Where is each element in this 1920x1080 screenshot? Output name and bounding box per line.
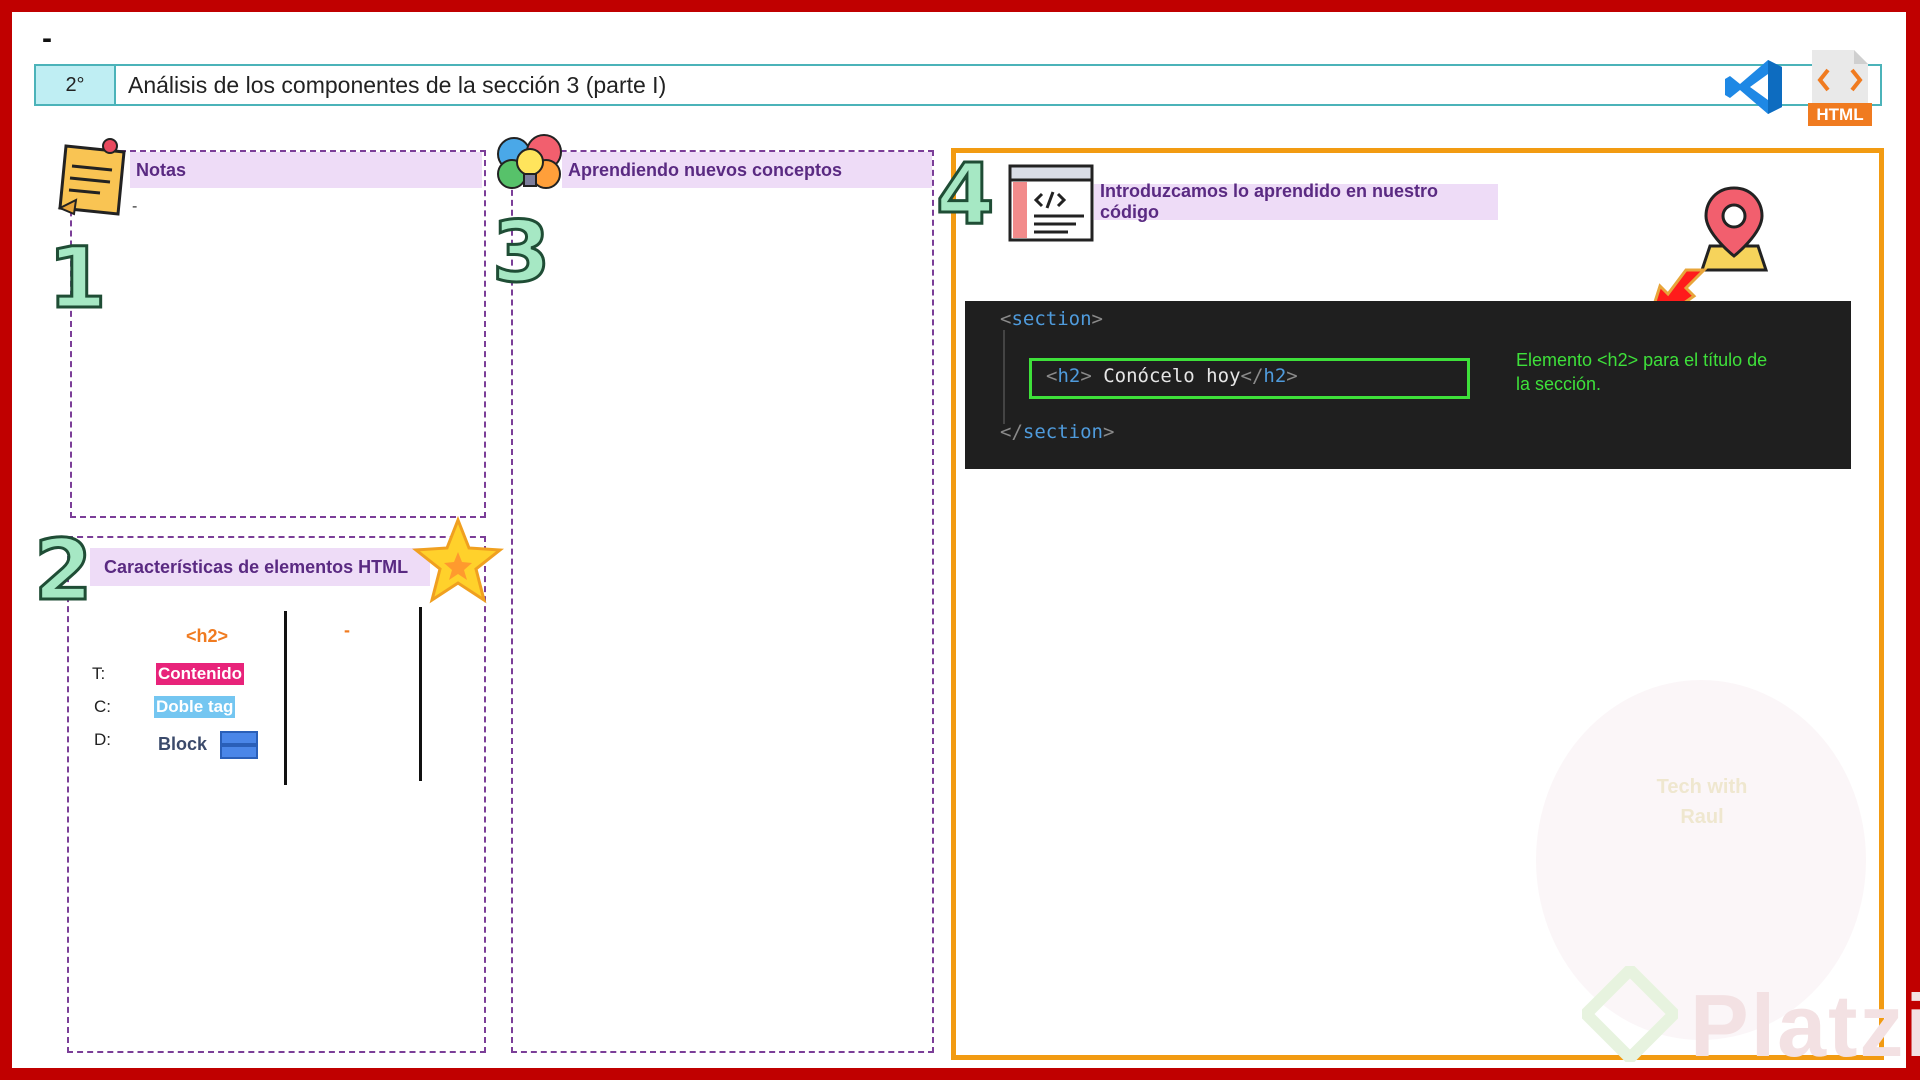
- element-placeholder: -: [344, 620, 350, 640]
- notes-content: -: [132, 198, 138, 215]
- html-badge: HTML: [1808, 103, 1872, 126]
- code-window-icon: [1008, 164, 1094, 242]
- row-label-display: D:: [94, 730, 111, 749]
- star-icon: [412, 516, 504, 604]
- notes-panel: [70, 150, 486, 518]
- learning-title: Aprendiendo nuevos conceptos: [562, 152, 932, 188]
- h2-highlight-box: [1029, 358, 1470, 399]
- header-bar: 2° Análisis de los componentes de la sec…: [34, 64, 1882, 106]
- characteristics-panel: [67, 536, 486, 1053]
- code-panel: [951, 148, 1884, 1060]
- characteristics-title: Características de elementos HTML: [90, 548, 430, 586]
- html-file-icon: HTML: [1808, 48, 1872, 126]
- code-token: Conócelo hoy: [1091, 365, 1241, 387]
- notes-title: Notas: [130, 152, 482, 188]
- block-icon: [220, 731, 258, 759]
- sticky-note-icon: [57, 138, 126, 216]
- section-number-3: 3: [490, 203, 551, 301]
- platzi-logo-icon: [1582, 966, 1678, 1062]
- code-token: </: [1240, 365, 1264, 387]
- watermark-line-2: Raul: [1680, 806, 1724, 828]
- row-label-closure: C:: [94, 697, 111, 716]
- vscode-icon: [1725, 60, 1782, 114]
- chip-closure-value: Doble tag: [154, 696, 236, 718]
- row-label-type: T:: [92, 664, 106, 683]
- element-tag-h2: <h2>: [186, 626, 229, 646]
- learning-panel: [511, 150, 934, 1053]
- section-number-4: 4: [934, 145, 995, 243]
- watermark-line-1: Tech with: [1656, 776, 1748, 798]
- table-divider-2: [419, 607, 422, 781]
- code-title: Introduzcamos lo aprendido en nuestro có…: [1094, 181, 1498, 222]
- indent-guide: [1003, 330, 1005, 424]
- code-token: h2: [1263, 365, 1287, 387]
- code-token: </: [1000, 421, 1023, 443]
- code-line-h2: <h2> Conócelo hoy</h2>: [1046, 365, 1298, 387]
- code-block: [965, 301, 1851, 469]
- section-number-2: 2: [32, 521, 93, 619]
- code-line-section-close: </section>: [1000, 421, 1114, 443]
- table-divider-1: [284, 611, 287, 785]
- header-number: 2°: [36, 66, 116, 104]
- idea-brain-icon: [497, 134, 562, 189]
- code-token: >: [1286, 365, 1298, 387]
- section-number-1: 1: [46, 229, 107, 327]
- watermark-brand: Platzi: [1690, 976, 1920, 1075]
- code-line-section-open: <section>: [1000, 308, 1103, 330]
- code-token: section: [1011, 308, 1092, 330]
- chip-type-value: Contenido: [156, 663, 245, 685]
- code-token: >: [1080, 365, 1092, 387]
- top-dash: -: [42, 22, 52, 55]
- code-token: h2: [1057, 365, 1081, 387]
- code-token: <: [1000, 308, 1012, 330]
- code-annotation: Elemento <h2> para el título de la secci…: [1516, 350, 1768, 394]
- watermark-circle: [1536, 680, 1866, 1040]
- code-token: <: [1046, 365, 1058, 387]
- code-token: >: [1091, 308, 1103, 330]
- display-value: Block: [158, 734, 208, 754]
- code-token: >: [1102, 421, 1115, 443]
- location-pin-icon: [1700, 186, 1768, 272]
- code-token: section: [1022, 421, 1103, 443]
- header-title: Análisis de los componentes de la secció…: [128, 71, 667, 98]
